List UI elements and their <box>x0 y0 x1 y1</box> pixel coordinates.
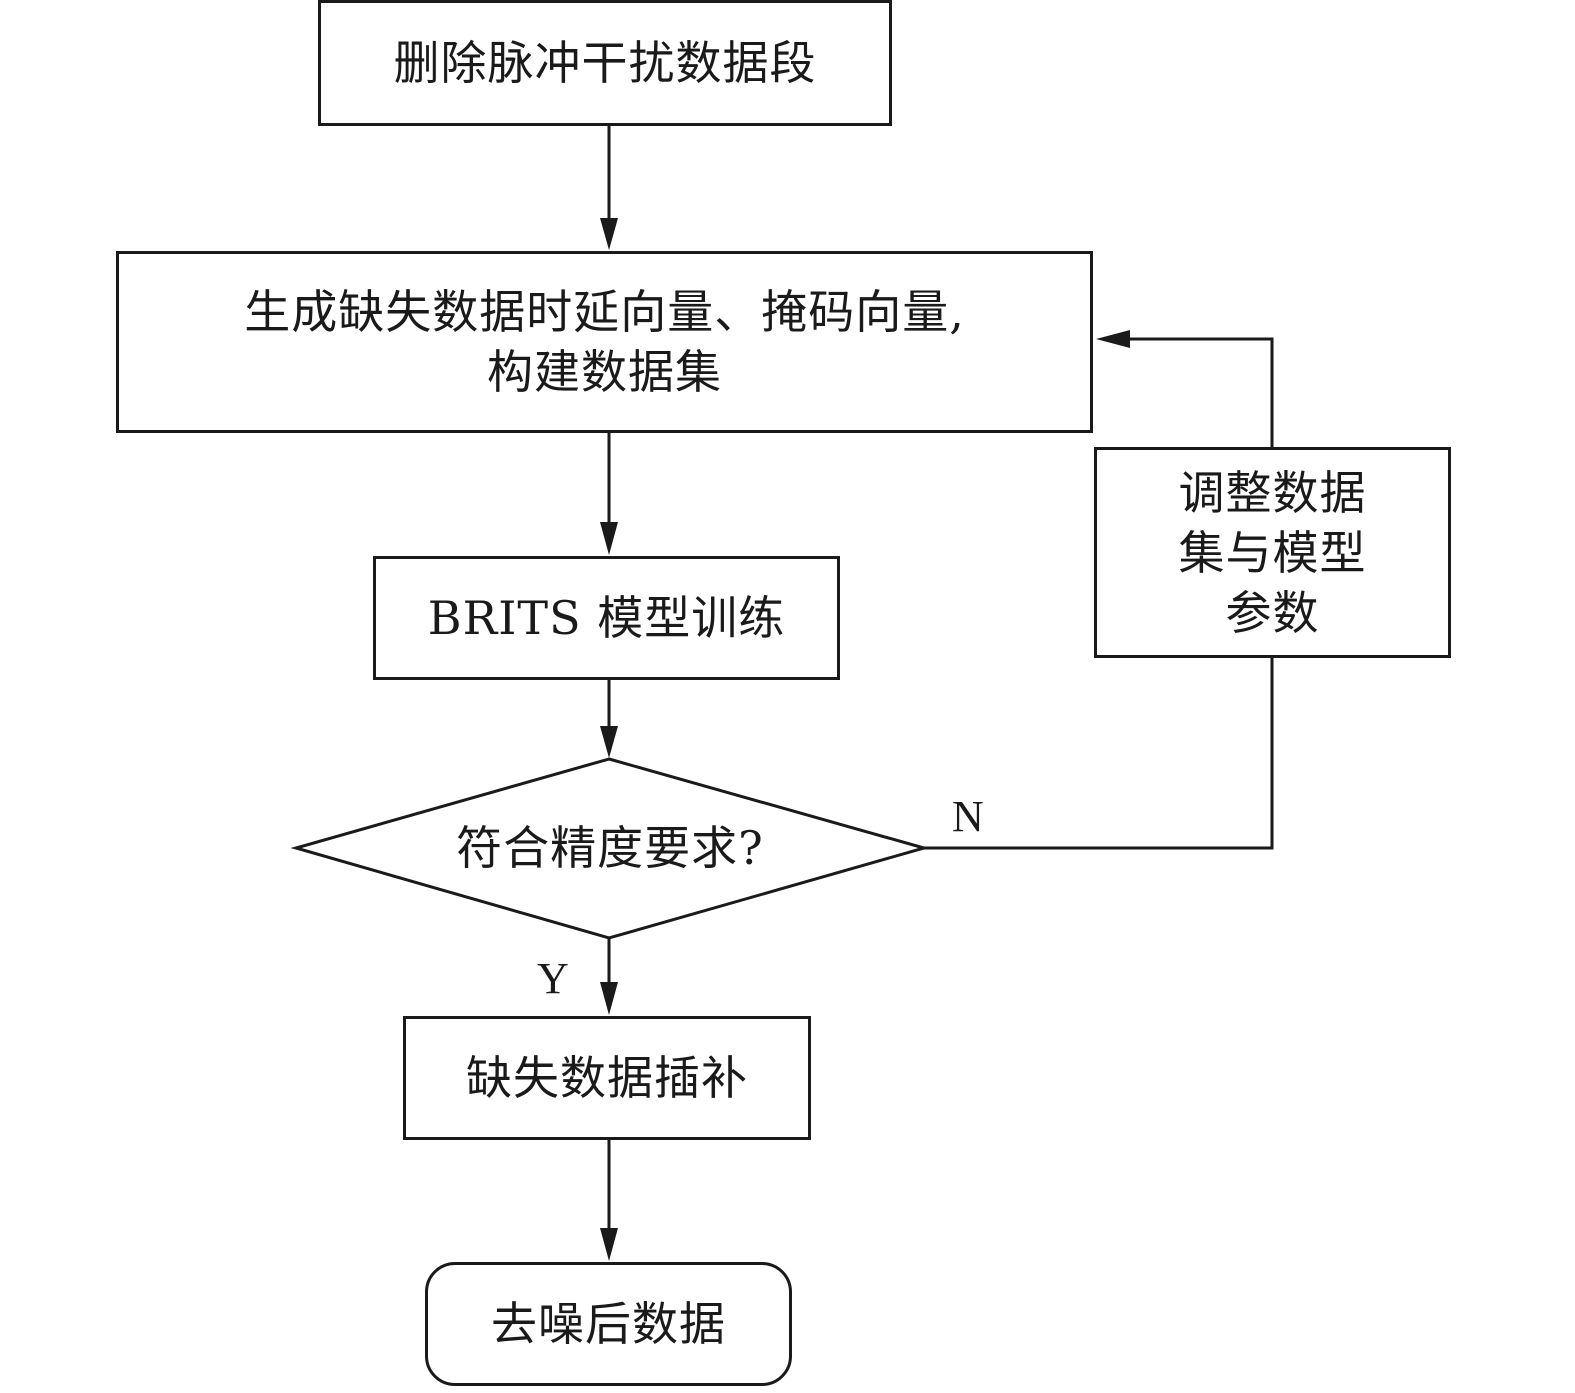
edge-impute-to-denoised <box>600 1140 618 1261</box>
node-remove-impulse-text: 删除脉冲干扰数据段 <box>393 36 817 90</box>
edge-label-yes: Y <box>537 954 569 1003</box>
node-adjust-params: 调整数据 集与模型 参数 <box>1094 447 1451 658</box>
node-train-brits-text: BRITS 模型训练 <box>427 591 786 645</box>
edge-build-to-train <box>600 433 618 555</box>
node-impute-text: 缺失数据插补 <box>466 1051 748 1105</box>
node-check-accuracy-text: 符合精度要求? <box>456 821 764 875</box>
edge-check-to-adjust <box>924 658 1274 850</box>
edge-train-to-check <box>600 680 618 758</box>
node-build-dataset: 生成缺失数据时延向量、掩码向量, 构建数据集 <box>116 251 1093 433</box>
node-train-brits: BRITS 模型训练 <box>373 556 840 680</box>
node-denoised: 去噪后数据 <box>425 1262 792 1386</box>
node-adjust-params-line1: 调整数据 <box>1178 465 1367 520</box>
edge-adjust-to-build <box>1096 330 1274 447</box>
node-adjust-params-line2: 集与模型 <box>1178 525 1367 580</box>
arrowhead-icon <box>1096 330 1130 348</box>
edge-check-to-impute <box>600 938 618 1015</box>
node-denoised-text: 去噪后数据 <box>491 1297 726 1351</box>
node-impute: 缺失数据插补 <box>403 1016 811 1140</box>
arrowhead-icon <box>600 218 618 250</box>
node-build-dataset-line1: 生成缺失数据时延向量、掩码向量, <box>244 285 965 339</box>
node-build-dataset-line2: 构建数据集 <box>487 345 722 399</box>
arrowhead-icon <box>600 982 618 1015</box>
node-remove-impulse: 删除脉冲干扰数据段 <box>318 0 892 126</box>
edge-label-no: N <box>952 792 984 841</box>
arrowhead-icon <box>600 1228 618 1261</box>
edge-remove-to-build <box>600 126 618 250</box>
node-adjust-params-line3: 参数 <box>1225 585 1320 640</box>
arrowhead-icon <box>600 726 618 758</box>
arrowhead-icon <box>600 522 618 555</box>
